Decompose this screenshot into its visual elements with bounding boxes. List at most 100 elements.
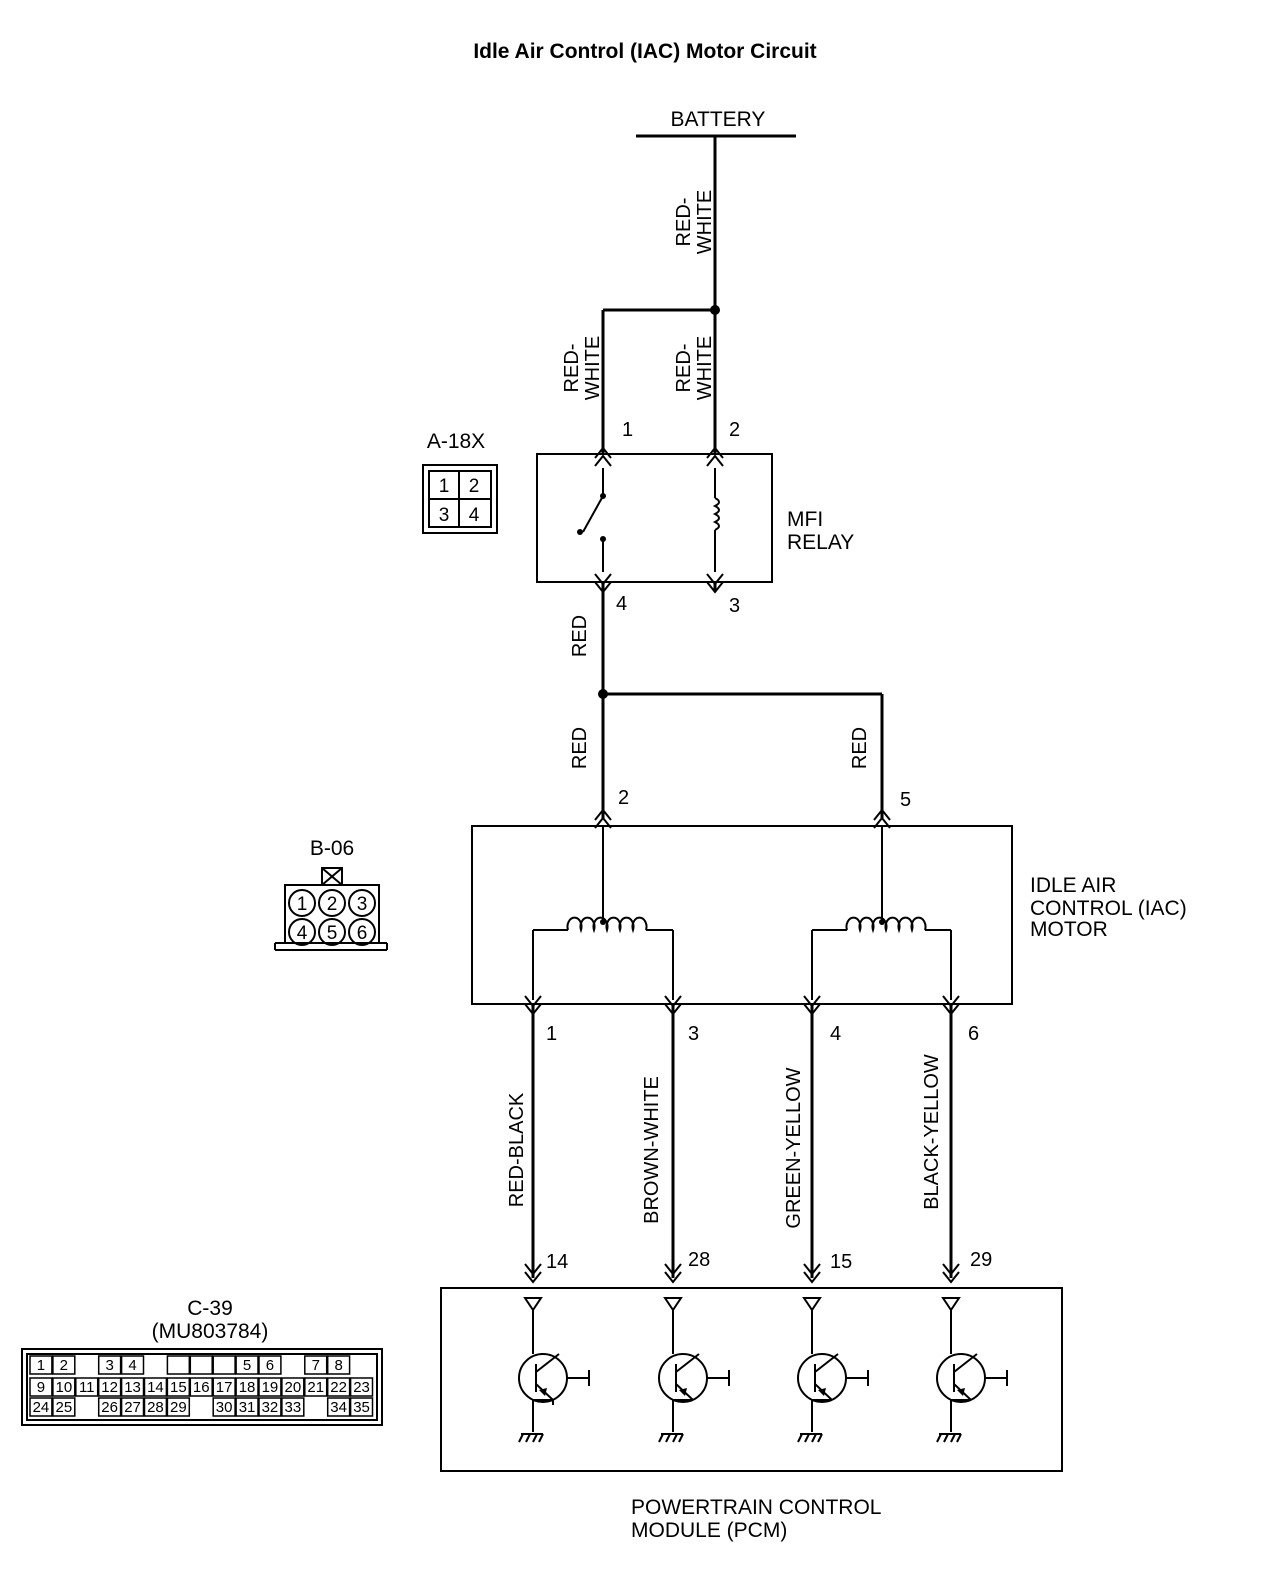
iac-connector-cell: 5 [327,923,338,944]
relay-name-line2: RELAY [787,531,854,554]
pcm-connector-cell: 7 [312,1357,320,1374]
connector-cell-frame [166,1397,191,1417]
pcm-name-line2: MODULE (PCM) [631,1519,787,1542]
pcm-connector-cell: 23 [353,1379,370,1396]
iac-connector-cell: 6 [357,923,368,944]
iac-connector-cell: 2 [327,894,338,915]
relay-connector-id: A-18X [427,430,485,453]
relay-coil [712,468,720,572]
pcm-connector-cell: 25 [56,1399,73,1416]
iac-pin6-number: 6 [968,1023,979,1045]
pcm-driver-28 [658,1297,730,1443]
connector-cell-frame [120,1397,145,1417]
connector-cell-frame [97,1377,122,1397]
connector-cell-frame [52,1355,76,1375]
iac-name-line3: MOTOR [1030,918,1108,941]
iac-pin2-number: 2 [618,787,629,809]
connector-blank-cell [189,1355,213,1375]
pcm14-wire-label: RED-BLACK [506,1092,528,1207]
connector-cell-frame [326,1377,351,1397]
connector-cell-frame [97,1355,122,1375]
pcm-connector-cell: 15 [170,1379,187,1396]
relay-pin2-number: 2 [729,419,740,441]
connector-cell-frame [235,1397,259,1417]
pcm-connector-cell: 6 [266,1357,274,1374]
diagram-title: Idle Air Control (IAC) Motor Circuit [473,40,816,63]
pcm14-pin-number: 14 [546,1251,568,1273]
pcm-connector-cell: 8 [334,1357,342,1374]
connector-blank-cell [166,1355,191,1375]
relay-switch-contact [577,468,606,572]
pcm-connector-cell: 12 [101,1379,118,1396]
pcm-connector-cell: 11 [79,1379,95,1396]
pcm-connector-cell: 21 [307,1379,324,1396]
pcm-connector-part-number: (MU803784) [152,1320,269,1343]
connector-cell-frame [166,1377,191,1397]
iac-connector-cell: 3 [357,894,368,915]
connector-cell-frame [120,1377,145,1397]
iac-pin4-number: 4 [830,1023,841,1045]
pcm-connector-cell: 9 [37,1379,45,1396]
connector-cell-frame [258,1397,282,1417]
connector-cell-frame [189,1377,213,1397]
mfi-relay-box [536,453,773,583]
connector-cell-frame [304,1377,328,1397]
connector-cell-frame [349,1397,374,1417]
pcm-driver-15 [797,1297,869,1443]
pcm-connector-cell: 14 [147,1379,164,1396]
pcm-name-line1: POWERTRAIN CONTROL [631,1496,881,1519]
connector-cell-frame [258,1355,282,1375]
connector-cell-frame [29,1355,53,1375]
relay-name-line1: MFI [787,508,823,531]
connector-cell-frame [258,1377,282,1397]
pcm-connector-cell: 18 [239,1379,256,1396]
connector-cell-frame [281,1397,305,1417]
relay-out-wire-label: RED [569,615,591,657]
relay-pin4-number: 4 [616,593,627,615]
relay-connector-cell: 2 [469,476,480,497]
connector-cell-frame [52,1377,76,1397]
pcm-connector-cell: 28 [147,1399,164,1416]
iac-pin3-number: 3 [688,1023,699,1045]
connector-cell-frame [120,1355,145,1375]
battery-label: BATTERY [671,108,766,131]
pcm-connector-cell: 31 [239,1399,256,1416]
iac-pin5-wire-label: RED [849,727,871,769]
connector-cell-frame [143,1377,168,1397]
connector-cell-frame [326,1397,351,1417]
iac-connector-id: B-06 [310,837,354,860]
iac-name-line1: IDLE AIR [1030,874,1116,897]
pcm-connector-cell: 13 [124,1379,141,1396]
pcm29-wire-label: BLACK-YELLOW [921,1054,943,1210]
connector-cell-frame [349,1377,374,1397]
battery-feed-wire-label: RED-WHITE [673,190,716,254]
pcm-connector-cell: 35 [353,1399,370,1416]
connector-cell-frame [97,1397,122,1417]
connector-cell-frame [52,1397,76,1417]
connector-cell-frame [75,1377,99,1397]
pcm-connector-id: C-39 [187,1297,233,1320]
pcm-connector-cell: 26 [101,1399,118,1416]
pcm-connector-cell: 16 [193,1379,210,1396]
pcm-connector-cell: 20 [285,1379,302,1396]
iac-name-line2: CONTROL (IAC) [1030,897,1187,920]
connector-cell-frame [212,1397,236,1417]
iac-connector-face: 1 2 3 4 5 6 [274,867,388,951]
pcm15-pin-number: 15 [830,1251,852,1273]
pcm-connector-cell: 10 [56,1379,73,1396]
relay-pin1-wire-label: RED-WHITE [561,336,604,400]
pcm15-wire-label: GREEN-YELLOW [783,1067,805,1228]
relay-connector-face: 1 2 3 4 [422,464,498,534]
pcm-connector-cell: 22 [330,1379,347,1396]
connector-cell-frame [281,1377,305,1397]
connector-cell-frame [29,1397,53,1417]
relay-pin1-number: 1 [622,419,633,441]
pcm-connector-cell: 33 [285,1399,302,1416]
pcm-driver-14 [518,1297,590,1443]
pcm-connector-cell: 4 [128,1357,136,1374]
pcm-connector-cell: 27 [124,1399,141,1416]
iac-coil-a [532,826,674,1000]
pcm-connector-cell: 3 [105,1357,113,1374]
